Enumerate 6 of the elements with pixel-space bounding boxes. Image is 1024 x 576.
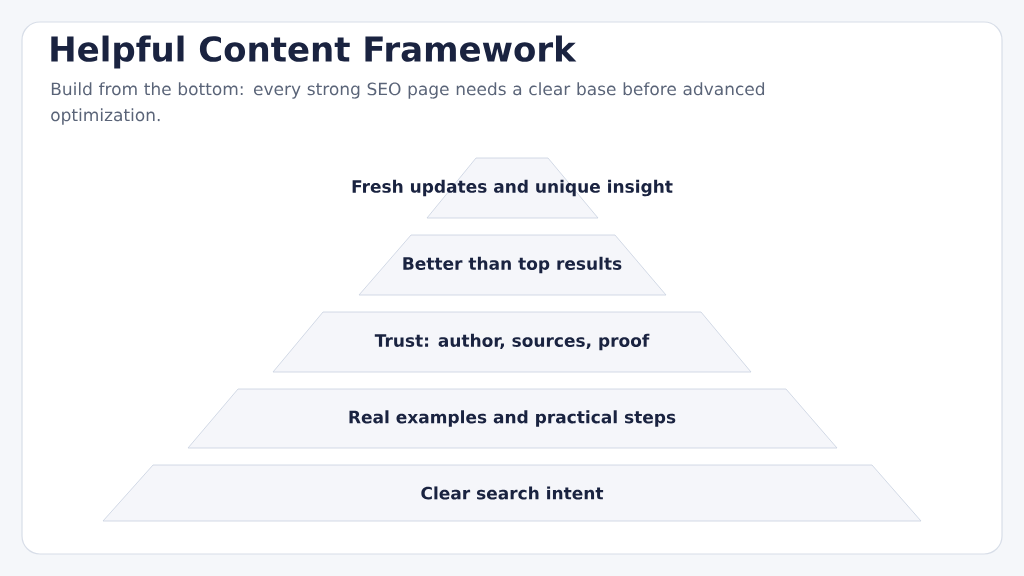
pyramid-tier: Better than top results [358, 234, 667, 296]
pyramid-tier: Real examples and practical steps [187, 388, 838, 449]
title: Helpful Content Framework [51, 35, 577, 69]
subtitle: Build from the bottom: every strong SEO page needs a clear base before advanced optimization. [51, 82, 765, 125]
pyramid-tier: Fresh updates and unique insight [352, 157, 673, 219]
pyramid-tier: Clear search intent [102, 464, 922, 522]
